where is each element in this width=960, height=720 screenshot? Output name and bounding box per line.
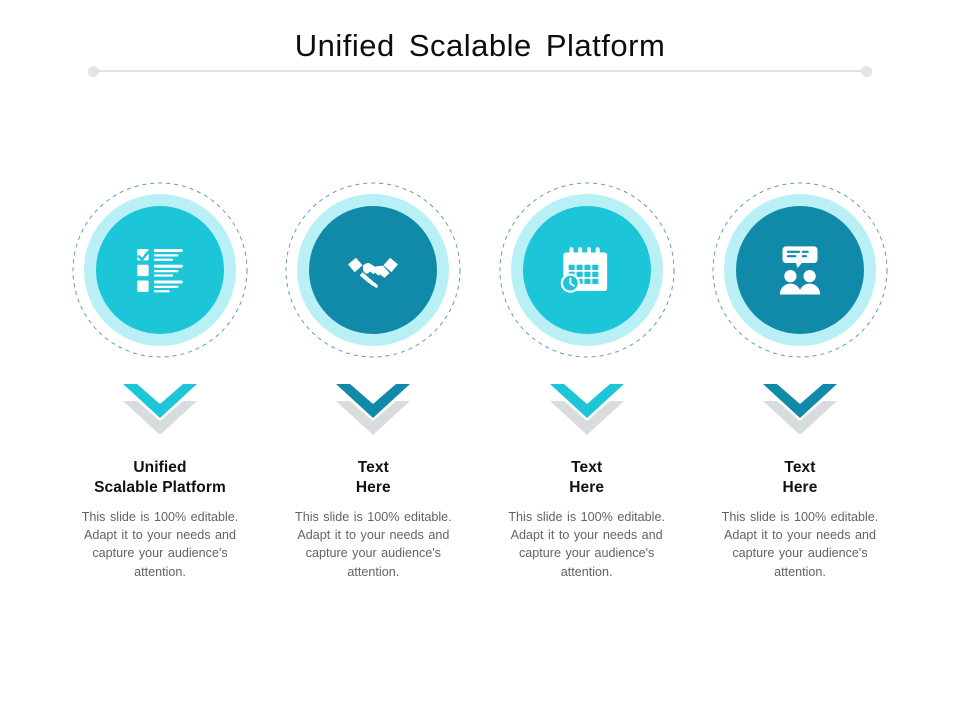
feature-column: Text Here This slide is 100% editable. A… [700, 180, 900, 581]
feature-heading-line1: Text [784, 459, 816, 476]
feature-text-block: Text Here This slide is 100% editable. A… [273, 458, 473, 581]
handshake-icon [345, 242, 401, 298]
chevron-down-icon [336, 384, 411, 420]
dashed-ring [70, 180, 250, 360]
title-divider [88, 64, 872, 78]
checklist-icon [132, 242, 188, 298]
feature-heading-line1: Unified [133, 459, 187, 476]
feature-heading-line2: Scalable Platform [94, 479, 226, 497]
dashed-ring [497, 180, 677, 360]
feature-heading: Unified Scalable Platform [60, 458, 260, 499]
feature-body-text: This slide is 100% editable. Adapt it to… [508, 509, 665, 579]
feature-text-block: Unified Scalable Platform This slide is … [60, 458, 260, 581]
feature-heading-line1: Text [571, 459, 603, 476]
chevron-arrow-4 [762, 384, 837, 438]
feature-heading: Text Here [487, 458, 687, 499]
chevron-arrow-2 [336, 384, 411, 438]
feature-body-text: This slide is 100% editable. Adapt it to… [721, 509, 879, 579]
chevron-shadow-icon [549, 401, 624, 437]
chevron-down-icon [123, 384, 197, 420]
feature-heading-line2: Here [355, 479, 391, 497]
divider-line [95, 70, 865, 72]
dashed-ring [283, 180, 463, 360]
chevron-shadow-icon [336, 401, 411, 437]
feature-heading-line1: Text [357, 459, 389, 476]
feature-column: Text Here This slide is 100% editable. A… [273, 180, 473, 581]
feature-column: Text Here This slide is 100% editable. A… [487, 180, 687, 581]
feature-heading-line2: Here [569, 479, 605, 497]
feature-body-text: This slide is 100% editable. Adapt it to… [295, 509, 452, 579]
feature-heading: Text Here [700, 458, 900, 499]
feature-columns: Unified Scalable Platform This slide is … [60, 180, 900, 581]
chevron-down-icon [762, 384, 837, 420]
feature-text-block: Text Here This slide is 100% editable. A… [700, 458, 900, 581]
feature-circle-4[interactable] [710, 180, 890, 360]
icon-circle[interactable] [309, 206, 438, 334]
people-conversation-icon [772, 242, 828, 298]
feature-text-block: Text Here This slide is 100% editable. A… [487, 458, 687, 581]
feature-circle-2[interactable] [283, 180, 463, 360]
dashed-ring [710, 180, 890, 360]
chevron-arrow-1 [123, 384, 197, 438]
feature-body-text: This slide is 100% editable. Adapt it to… [81, 509, 239, 579]
divider-dot-left [88, 66, 99, 77]
calendar-clock-icon [559, 242, 615, 298]
feature-circle-3[interactable] [497, 180, 677, 360]
feature-column: Unified Scalable Platform This slide is … [60, 180, 260, 581]
chevron-shadow-icon [762, 401, 837, 437]
chevron-arrow-3 [549, 384, 624, 438]
page-title: Unified Scalable Platform [294, 28, 666, 63]
icon-circle[interactable] [735, 206, 864, 334]
icon-circle[interactable] [96, 206, 224, 334]
feature-circle-1[interactable] [70, 180, 250, 360]
divider-dot-right [861, 66, 872, 77]
chevron-shadow-icon [123, 401, 197, 437]
icon-circle[interactable] [522, 206, 651, 334]
chevron-down-icon [549, 384, 624, 420]
feature-heading: Text Here [273, 458, 473, 499]
feature-heading-line2: Here [782, 479, 818, 497]
